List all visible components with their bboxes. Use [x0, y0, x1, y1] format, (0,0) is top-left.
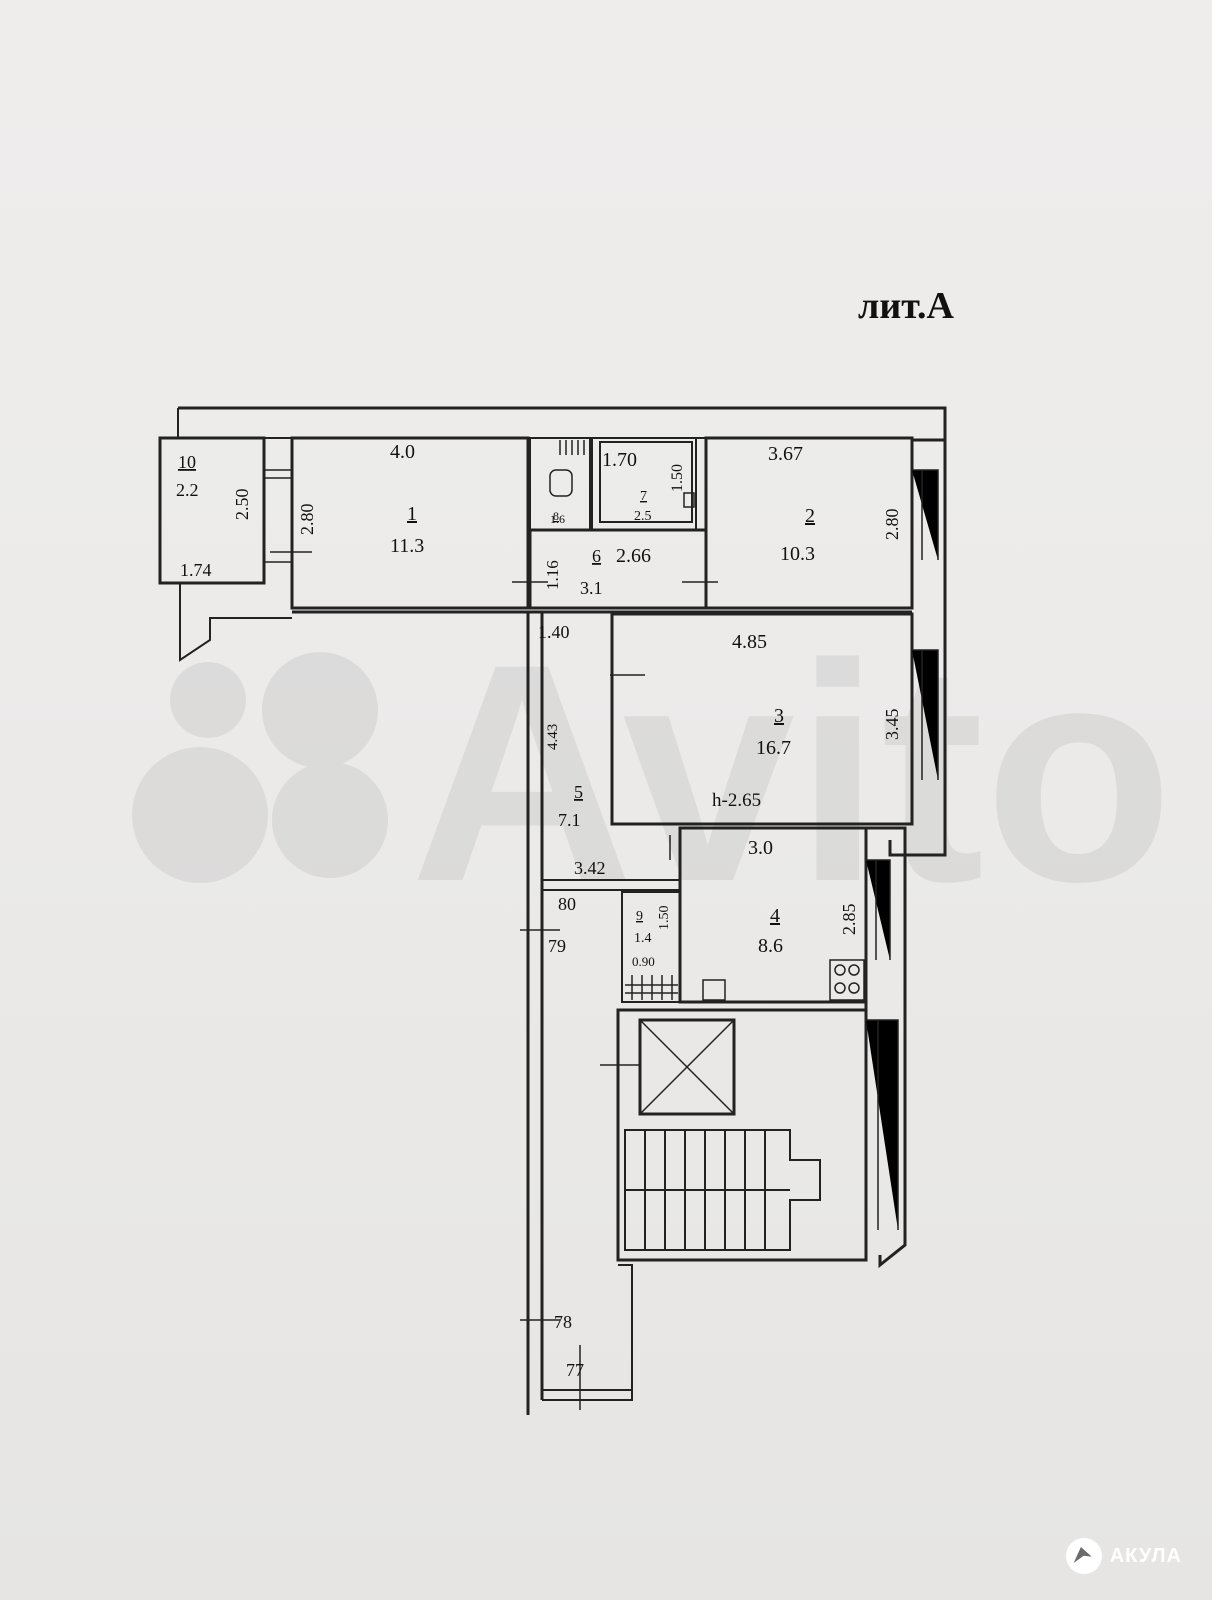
- room-5-area: 7.1: [558, 810, 581, 830]
- door-77: 77: [566, 1360, 584, 1380]
- dim-r9-depth: 1.50: [657, 906, 672, 931]
- room-6-area: 3.1: [580, 578, 603, 598]
- room-10-area: 2.2: [176, 480, 199, 500]
- door-78: 78: [554, 1312, 572, 1332]
- dim-r10-width: 1.74: [180, 560, 212, 580]
- badge-text: АКУЛА: [1109, 1544, 1182, 1567]
- room-5-number: 5: [574, 782, 583, 802]
- room-3-area: 16.7: [756, 737, 791, 759]
- door-79: 79: [548, 936, 566, 956]
- room-2-number: 2: [805, 505, 815, 527]
- dim-r1-width: 4.0: [390, 441, 415, 463]
- dim-r5-lower: 3.42: [574, 858, 606, 878]
- room-9-area: 1.4: [634, 931, 652, 946]
- dim-r7-width: 1.70: [602, 449, 637, 471]
- room-4-number: 4: [770, 905, 780, 927]
- dim-r6-width: 2.66: [616, 545, 651, 567]
- dim-r6-depth: 1.16: [543, 560, 562, 590]
- room-7-area: 2.5: [634, 509, 652, 524]
- dim-r5-length: 4.43: [545, 724, 561, 750]
- svg-text:Avito: Avito: [410, 599, 1174, 946]
- dim-r9-width: 0.90: [632, 954, 655, 969]
- room-7-number: 7: [640, 489, 647, 504]
- ceiling-height: h-2.65: [712, 790, 761, 811]
- labels: лит.А 10 2.2 2.50 1.74 4.0 1 11.3 2.80 1…: [176, 285, 955, 1380]
- shark-logo-icon: [1065, 1538, 1102, 1574]
- akula-badge: АКУЛА: [1065, 1538, 1182, 1574]
- avito-watermark: Avito: [132, 599, 1174, 946]
- room-1-area: 11.3: [390, 535, 424, 557]
- dim-r7-depth: 1.50: [669, 464, 686, 492]
- dim-r2-depth: 2.80: [882, 509, 902, 541]
- room-6-number: 6: [592, 546, 601, 566]
- dim-r4-width: 3.0: [748, 837, 773, 859]
- room-3-number: 3: [774, 705, 784, 727]
- dim-r10-depth: 2.50: [232, 489, 252, 521]
- room-8-area: 1.6: [550, 512, 565, 526]
- room-2-area: 10.3: [780, 543, 815, 565]
- door-80: 80: [558, 894, 576, 914]
- room-1-number: 1: [407, 503, 417, 525]
- dim-r3-depth: 3.45: [882, 709, 902, 741]
- door-marks: [270, 551, 718, 1410]
- room-9-number: 9: [636, 909, 643, 924]
- walls: [158, 406, 947, 1415]
- dim-r3-width: 4.85: [732, 631, 767, 653]
- room-4-area: 8.6: [758, 935, 783, 957]
- dim-r4-depth: 2.85: [839, 904, 859, 936]
- room-8-number: 8: [553, 509, 559, 523]
- fixtures: [549, 469, 865, 1001]
- dim-r1-depth: 2.80: [297, 504, 317, 536]
- windows: [264, 440, 939, 1230]
- dim-r2-width: 3.67: [768, 443, 803, 465]
- room-10-number: 10: [178, 452, 196, 472]
- sheet-title: лит.А: [858, 285, 955, 327]
- dim-r5-width: 1.40: [538, 622, 570, 642]
